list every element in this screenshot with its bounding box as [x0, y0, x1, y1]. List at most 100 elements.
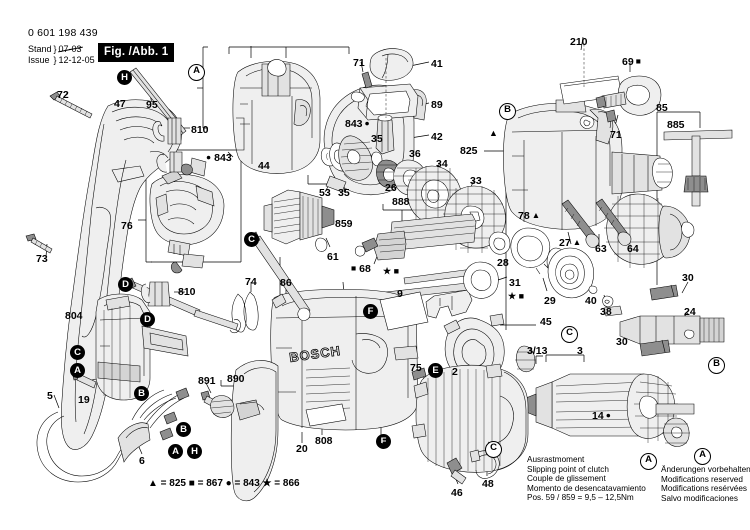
part-label-29: 29 — [544, 295, 556, 307]
clutch-note-line4: Momento de desencatavamiento — [527, 483, 646, 493]
modifications-line2: Modifications reserved — [661, 474, 743, 484]
part-label-808: 808 — [315, 435, 333, 447]
part-label-42: 42 — [431, 131, 443, 143]
callout-a-panel[interactable]: A — [70, 363, 85, 378]
modifications-line4: Salvo modificaciones — [661, 493, 738, 503]
modifications-line3: Modifications resérvées — [661, 484, 748, 494]
part-label-27: 27▲ — [559, 237, 582, 249]
part-label-48: 48 — [482, 478, 494, 490]
issue-brace: } — [53, 54, 57, 65]
part-label-71-top: 71 — [353, 57, 365, 69]
part-label-78: 78▲ — [518, 210, 541, 222]
callout-c-clip[interactable]: C — [485, 441, 502, 458]
part-label-30-top: 30 — [682, 272, 694, 284]
modifications-note: Änderungen vorbehalten Modifications res… — [661, 465, 750, 503]
part-label-38: 38 — [600, 306, 612, 318]
stand-label: Stand — [28, 44, 52, 54]
callout-c-mid[interactable]: C — [244, 232, 259, 247]
callout-a-cord[interactable]: A — [168, 444, 183, 459]
part-label-26: 26 — [385, 182, 397, 194]
part-label-9: 9 — [397, 288, 403, 300]
part-label-34: 34 — [436, 158, 448, 170]
callout-f-field[interactable]: F — [376, 434, 391, 449]
issue-date: 12-12-05 — [58, 54, 95, 65]
part-label-14: 14● — [592, 410, 611, 422]
part-label-53: 53 — [319, 187, 331, 199]
part-label-804: 804 — [65, 310, 83, 322]
part-label-75: 75 — [410, 362, 422, 374]
part-label-19: 19 — [78, 394, 90, 406]
callout-b-upper[interactable]: B — [499, 103, 516, 120]
callout-a-arm[interactable]: A — [694, 448, 711, 465]
part-label-3-13: 3/13 — [527, 345, 548, 357]
part-label-47: 47 — [114, 98, 126, 110]
callout-b-gear[interactable]: B — [708, 357, 725, 374]
revision-block: Stand } 07-03 Issue } 12-12-05 — [28, 44, 97, 65]
callout-h-top[interactable]: H — [117, 70, 132, 85]
document-part-number: 0 601 198 439 — [28, 27, 98, 39]
part-label-46: 46 — [451, 487, 463, 499]
callout-b-cord[interactable]: B — [176, 422, 191, 437]
part-label-44: 44 — [258, 160, 270, 172]
part-label-74: 74 — [245, 276, 257, 288]
part-label-72: 72 — [57, 89, 69, 101]
part-label-30-bottom: 30 — [616, 336, 628, 348]
callout-c-right[interactable]: C — [561, 326, 578, 343]
callout-c-panel[interactable]: C — [70, 345, 85, 360]
marker-star-square-1: ★ ■ — [383, 266, 400, 276]
part-label-5: 5 — [47, 390, 53, 402]
part-label-61: 61 — [327, 251, 339, 263]
clutch-note-line5: Pos. 59 / 859 = 9,5 – 12,5Nm — [527, 493, 634, 503]
part-label-810-top: 810 — [191, 124, 209, 136]
part-label-890: 890 — [227, 373, 245, 385]
issue-label: Issue — [28, 54, 50, 65]
callout-a-top[interactable]: A — [188, 64, 205, 81]
clutch-note-line2: Slipping point of clutch — [527, 464, 609, 474]
part-label-35-a: 35 — [371, 133, 383, 145]
part-label-35-b: 35 — [338, 187, 350, 199]
part-label-71-lower: 71 — [610, 129, 622, 141]
figure-label: Fig. /Abb. 1 — [98, 43, 175, 62]
clutch-note: Ausrastmoment Slipping point of clutch C… — [527, 455, 646, 503]
callout-e-field[interactable]: E — [428, 363, 443, 378]
callout-a-foot[interactable]: A — [640, 453, 657, 470]
part-label-86: 86 — [280, 277, 292, 289]
part-label-6: 6 — [139, 455, 145, 467]
part-label-36: 36 — [409, 148, 421, 160]
part-label-64: 64 — [627, 243, 639, 255]
part-label-24: 24 — [684, 306, 696, 318]
part-label-68: ■68 — [351, 263, 371, 275]
part-label-41: 41 — [431, 58, 443, 70]
part-label-28: 28 — [497, 257, 509, 269]
part-label-843-left: ●843 — [206, 152, 232, 164]
part-label-210: 210 — [570, 36, 588, 48]
part-label-2: 2 — [452, 366, 458, 378]
part-label-888: 888 — [392, 196, 410, 208]
part-label-95: 95 — [146, 99, 158, 111]
part-label-69: 69■ — [622, 56, 641, 68]
callout-b-panel[interactable]: B — [134, 386, 149, 401]
callout-d-body[interactable]: D — [140, 312, 155, 327]
part-label-89: 89 — [431, 99, 443, 111]
part-label-825: 825 — [460, 145, 478, 157]
marker-triangle-825: ▲ — [489, 128, 498, 138]
callout-f-shaft[interactable]: F — [363, 304, 378, 319]
callout-d-top[interactable]: D — [118, 277, 133, 292]
clutch-note-line3: Couple de glissement — [527, 474, 606, 484]
callout-h-cord[interactable]: H — [187, 444, 202, 459]
part-label-20: 20 — [296, 443, 308, 455]
part-label-3: 3 — [577, 345, 583, 357]
part-label-1: 1 — [377, 435, 383, 447]
part-label-891: 891 — [198, 375, 216, 387]
part-label-859: 859 — [335, 218, 353, 230]
clutch-note-line1: Ausrastmoment — [527, 455, 585, 464]
part-label-843-right: 843● — [345, 118, 370, 130]
modifications-line1: Änderungen vorbehalten — [661, 465, 750, 474]
part-label-85: 85 — [656, 102, 668, 114]
part-label-33: 33 — [470, 175, 482, 187]
part-label-31: 31 — [509, 277, 521, 289]
marker-star-square-2: ★ ■ — [508, 291, 525, 301]
part-label-45: 45 — [540, 316, 552, 328]
